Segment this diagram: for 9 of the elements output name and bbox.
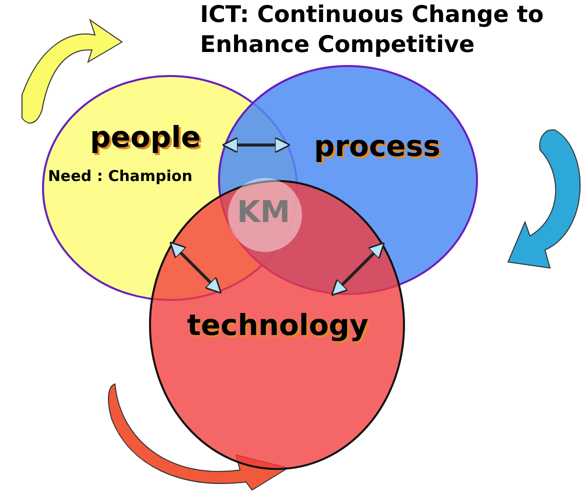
- note-text: Need : Champion: [48, 167, 192, 185]
- circle-label: process: [314, 129, 440, 163]
- circle-label: people: [90, 120, 201, 154]
- circle-label: technology: [187, 308, 368, 342]
- double-arrow: [222, 136, 291, 154]
- double-arrow: [331, 242, 385, 296]
- center-label: KM: [237, 195, 290, 230]
- title: ICT: Continuous Change to Enhance Competitive: [200, 1, 545, 60]
- double-arrow: [170, 242, 222, 294]
